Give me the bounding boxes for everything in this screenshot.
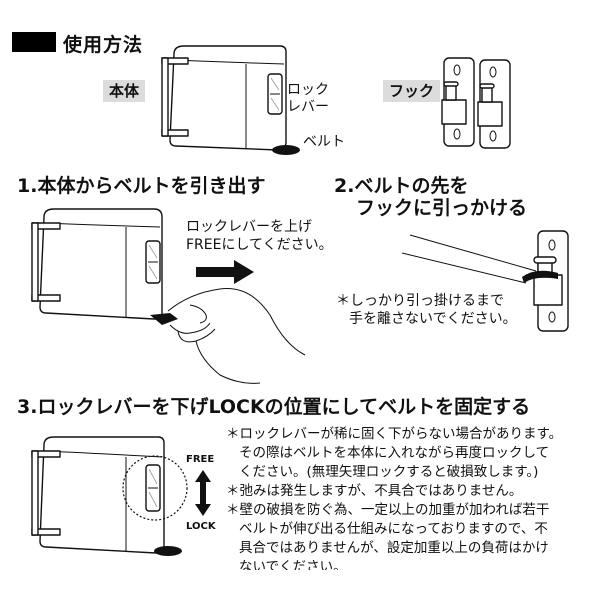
lock-label: LOCK xyxy=(186,521,216,532)
section-marker xyxy=(12,32,56,52)
step1-title: 1.本体からベルトを引き出す xyxy=(17,175,266,197)
hook-belt-illustration xyxy=(401,230,569,332)
step2-note-1: ＊しっかり引っ掛けるまで xyxy=(336,293,504,309)
step1-instruction-2: FREEにしてください。 xyxy=(186,237,333,253)
device-illustration-step3 xyxy=(31,436,188,556)
up-down-arrow-icon xyxy=(195,470,211,516)
step3-title: 3.ロックレバーを下げLOCKの位置にしてベルトを固定する xyxy=(17,396,531,418)
note-line: 具合ではありませんが、設定加重以上の負荷はかけ xyxy=(239,540,549,556)
hook-illustration xyxy=(441,57,511,149)
body-label: 本体 xyxy=(103,80,146,102)
step1-instruction-1: ロックレバーを上げ xyxy=(186,219,312,235)
device-illustration-step1 xyxy=(31,208,163,320)
step2-note-2: 手を離さないでください。 xyxy=(349,311,517,327)
step3-notes: ＊ロックレバーが稀に固く下がらない場合があります。 その際はベルトを本体に入れな… xyxy=(226,425,562,570)
belt-label: ベルト xyxy=(303,134,345,150)
step2-title-2: フックに引っかける xyxy=(356,197,528,219)
note-line: ＊ロックレバーが稀に固く下がらない場合があります。 xyxy=(226,426,563,442)
step2-title-1: 2.ベルトの先を xyxy=(334,175,469,197)
hand-illustration xyxy=(150,288,306,384)
note-line: ベルトが伸び出る仕組みになっておりますので、不 xyxy=(239,521,548,537)
note-line: ないでください。 xyxy=(239,559,347,570)
note-line: ＊壁の破損を防ぐ為、一定以上の加重が加われば若干 xyxy=(226,502,550,518)
arrow-right-icon xyxy=(196,260,254,284)
lock-lever-label-1: ロック xyxy=(287,82,329,98)
page-title: 使用方法 xyxy=(63,34,144,56)
free-label: FREE xyxy=(186,454,215,465)
lock-lever-label-2: レバー xyxy=(287,99,329,115)
note-line: ください。(無理矢理ロックすると破損致します。) xyxy=(239,464,539,480)
hook-label: フック xyxy=(383,80,441,102)
note-line: その際はベルトを本体に入れながら再度ロックして xyxy=(239,445,550,461)
note-line: ＊弛みは発生しますが、不具合ではありません。 xyxy=(226,483,523,499)
device-illustration-top xyxy=(161,45,300,155)
